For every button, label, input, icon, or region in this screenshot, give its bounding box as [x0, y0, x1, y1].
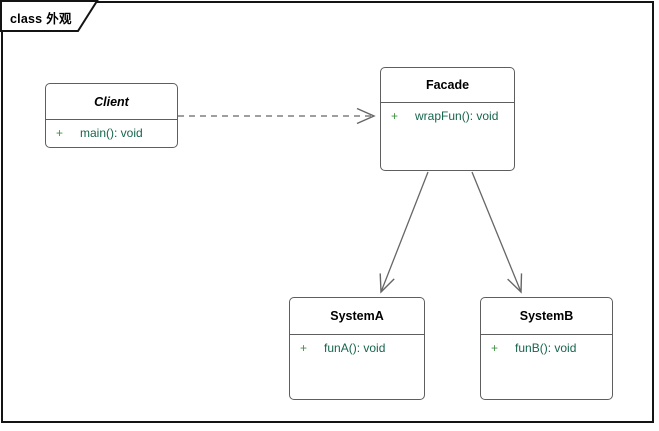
member-funa: + funA(): void — [300, 341, 414, 355]
class-systemb[interactable]: SystemB + funB(): void — [480, 297, 613, 400]
member-signature: funA(): void — [324, 341, 386, 355]
class-systema-members: + funA(): void — [290, 335, 424, 361]
class-client-members: + main(): void — [46, 120, 177, 146]
visibility-public: + — [56, 126, 64, 140]
visibility-public: + — [491, 341, 499, 355]
member-wrapfun: + wrapFun(): void — [391, 109, 504, 123]
class-systema-name: SystemA — [290, 298, 424, 335]
frame-keyword: class — [10, 12, 43, 26]
frame-diagram-name: 外观 — [46, 12, 72, 26]
class-client[interactable]: Client + main(): void — [45, 83, 178, 148]
class-systema[interactable]: SystemA + funA(): void — [289, 297, 425, 400]
association-facade-to-systema[interactable] — [379, 171, 429, 294]
frame-title-tab — [0, 0, 99, 32]
member-main: + main(): void — [56, 126, 167, 140]
class-facade-members: + wrapFun(): void — [381, 103, 514, 129]
member-funb: + funB(): void — [491, 341, 602, 355]
visibility-public: + — [391, 109, 399, 123]
member-signature: main(): void — [80, 126, 143, 140]
class-systemb-name: SystemB — [481, 298, 612, 335]
class-facade-name: Facade — [381, 68, 514, 103]
visibility-public: + — [300, 341, 308, 355]
member-signature: funB(): void — [515, 341, 577, 355]
class-systemb-members: + funB(): void — [481, 335, 612, 361]
class-client-name: Client — [46, 84, 177, 120]
member-signature: wrapFun(): void — [415, 109, 499, 123]
association-facade-to-systemb[interactable] — [471, 171, 523, 294]
class-facade[interactable]: Facade + wrapFun(): void — [380, 67, 515, 171]
